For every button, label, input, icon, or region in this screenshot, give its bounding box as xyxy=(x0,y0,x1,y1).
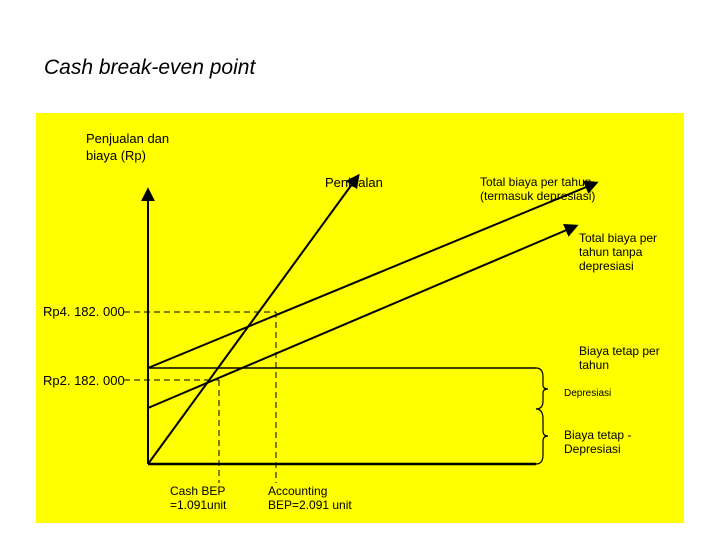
cash-bep-label: Cash BEP =1.091unit xyxy=(170,484,229,512)
fixed-cost-minus-depreciation-bracket xyxy=(535,408,549,465)
total-cost-without-depreciation-line xyxy=(147,223,579,409)
depreciation-label: Depresiasi xyxy=(564,388,611,399)
fixed-cost-label: Biaya tetap per tahun xyxy=(579,344,663,372)
diagram-panel: Penjualan dan biaya (Rp) Penjualan Total… xyxy=(36,113,684,523)
lower-level-label: Rp2. 182. 000 xyxy=(43,373,125,388)
accounting-bep-label: Accounting BEP=2.091 unit xyxy=(268,484,352,512)
total-cost-with-depreciation-line xyxy=(147,180,599,369)
total-cost-with-depreciation-label: Total biaya per tahun (termasuk depresia… xyxy=(480,175,595,203)
sales-line-label: Penjualan xyxy=(325,175,383,190)
fixed-cost-minus-depreciation-label: Biaya tetap - Depresiasi xyxy=(564,428,635,456)
upper-level-label: Rp4. 182. 000 xyxy=(43,304,125,319)
y-axis-label: Penjualan dan biaya (Rp) xyxy=(86,131,173,163)
total-cost-without-depreciation-label: Total biaya per tahun tanpa depresiasi xyxy=(579,231,660,273)
depreciation-bracket xyxy=(535,367,549,410)
break-even-diagram: Penjualan dan biaya (Rp) Penjualan Total… xyxy=(36,113,684,523)
sales-line xyxy=(147,173,360,465)
page-title: Cash break-even point xyxy=(44,56,256,79)
